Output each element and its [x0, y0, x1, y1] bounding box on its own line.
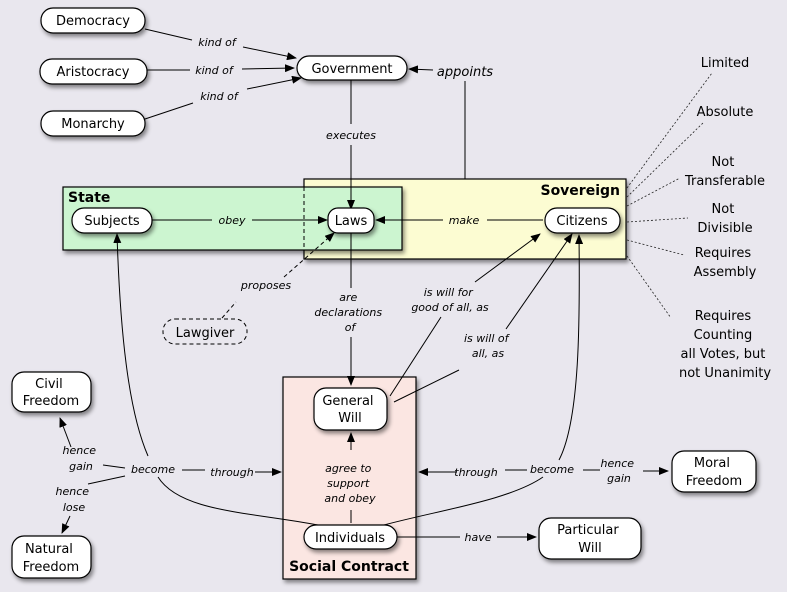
edge-label-through-right: through — [454, 466, 497, 479]
node-citizens[interactable]: Citizens — [544, 207, 621, 234]
svg-text:Moral Freedom: Moral Freedom — [686, 456, 742, 489]
attribute-requires-assembly: Requires Assembly — [694, 246, 757, 280]
node-subjects[interactable]: Subjects — [71, 207, 153, 234]
edge-label-appoints: appoints — [437, 65, 493, 80]
edge-label-kind-of-democracy: kind of — [198, 36, 238, 49]
svg-text:Democracy: Democracy — [56, 14, 130, 29]
edge-label-become-left: become — [131, 463, 175, 476]
attribute-limited: Limited — [701, 56, 749, 71]
edge-label-obey: obey — [219, 214, 246, 227]
svg-text:Civil Freedom: Civil Freedom — [23, 377, 79, 409]
svg-text:Particular Will: Particular Will — [557, 523, 623, 556]
node-particular-will[interactable]: Particular Will — [538, 517, 642, 560]
edges — [59, 28, 713, 541]
edge-label-executes: executes — [326, 129, 376, 142]
node-aristocracy[interactable]: Aristocracy — [39, 58, 148, 85]
svg-text:Natural Freedom: Natural Freedom — [23, 542, 79, 575]
node-natural-freedom[interactable]: Natural Freedom — [11, 535, 92, 579]
svg-text:Monarchy: Monarchy — [61, 117, 125, 132]
edge-label-kind-of-monarchy: kind of — [200, 90, 240, 103]
edge-label-hence-lose: hence lose — [55, 485, 92, 514]
edge-label-is-will-of-all: is will of all, as — [464, 332, 512, 360]
edge-label-agree-to-support-and-obey: agree to support and obey — [324, 462, 376, 505]
attribute-not-divisible: Not Divisible — [697, 202, 752, 236]
node-general-will[interactable]: General Will — [313, 387, 388, 431]
svg-text:Government: Government — [311, 62, 392, 77]
edge-labels: kind of kind of kind of appoints execute… — [55, 36, 637, 544]
node-monarchy[interactable]: Monarchy — [40, 110, 146, 137]
node-government[interactable]: Government — [296, 55, 408, 81]
edge-label-have: have — [465, 531, 492, 544]
edge-label-are-declarations-of: are declarations of — [314, 291, 385, 334]
edge-label-hence-gain-right: hence gain — [600, 457, 637, 485]
attribute-absolute: Absolute — [697, 105, 754, 120]
attribute-not-transferable: Not Transferable — [684, 155, 765, 189]
node-moral-freedom[interactable]: Moral Freedom — [671, 450, 757, 493]
edge-label-become-right: become — [530, 463, 574, 476]
edge-label-hence-gain-left: hence gain — [62, 444, 99, 473]
node-civil-freedom[interactable]: Civil Freedom — [11, 371, 92, 413]
node-laws[interactable]: Laws — [327, 207, 375, 234]
node-democracy[interactable]: Democracy — [40, 7, 146, 34]
state-title: State — [68, 190, 110, 206]
edge-label-proposes: proposes — [240, 279, 291, 292]
svg-text:Citizens: Citizens — [556, 214, 607, 229]
node-individuals[interactable]: Individuals — [303, 524, 398, 550]
social-contract-title: Social Contract — [289, 559, 409, 575]
svg-text:Individuals: Individuals — [315, 531, 385, 546]
svg-text:General Will: General Will — [322, 394, 377, 426]
node-lawgiver[interactable]: Lawgiver — [162, 318, 248, 345]
edge-label-kind-of-aristocracy: kind of — [195, 64, 235, 77]
svg-text:Subjects: Subjects — [84, 214, 140, 229]
svg-text:Lawgiver: Lawgiver — [176, 326, 235, 341]
attribute-requires-counting: Requires Counting all Votes, but not Una… — [679, 309, 771, 381]
edge-label-through-left: through — [210, 466, 253, 479]
svg-text:Laws: Laws — [335, 214, 368, 229]
sovereign-title: Sovereign — [540, 183, 620, 199]
edge-label-is-will-for-good-of-all: is will for good of all, as — [411, 286, 489, 314]
svg-text:Aristocracy: Aristocracy — [57, 65, 130, 80]
edge-label-make: make — [449, 214, 480, 227]
